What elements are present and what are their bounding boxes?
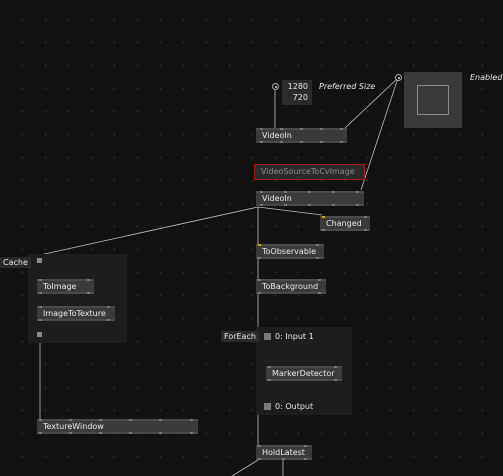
node-label: ImageToTexture [43,309,106,318]
preferred-size-width[interactable]: 1280 [287,82,308,91]
node-videoin-2[interactable]: VideoIn [256,191,364,206]
link-enabled-to-videoin [344,77,399,129]
node-label: Changed [326,219,362,228]
link-videoin-to-changed [257,206,323,216]
node-label: ToImage [43,282,77,291]
cache-output-pin[interactable] [37,332,42,337]
link-enabled-to-videoin-2 [360,77,399,191]
region-cache[interactable] [28,254,127,343]
node-label: HoldLatest [262,448,305,457]
node-holdlatest[interactable]: HoldLatest [256,445,312,460]
link-holdlatest-out [231,459,259,476]
preferred-size-label: Preferred Size [319,82,376,91]
input-square-icon [264,333,271,340]
enabled-checkbox-icon [417,85,449,115]
region-foreach-label: ForEach [221,331,259,342]
node-toimage[interactable]: ToImage [37,279,94,294]
enabled-port[interactable] [395,74,402,81]
node-imagetotexture[interactable]: ImageToTexture [37,306,115,321]
enabled-toggle[interactable] [404,72,462,128]
preferred-size-port[interactable] [272,83,279,90]
node-markerdetector[interactable]: MarkerDetector [266,366,342,381]
node-tobackground[interactable]: ToBackground [256,279,326,294]
node-toobservable[interactable]: ToObservable [256,244,324,259]
node-label: VideoIn [262,131,292,140]
node-label: VideoSourceToCvImage [261,167,355,176]
output-square-icon [264,403,271,410]
node-videosource-error[interactable]: VideoSourceToCvImage [254,164,365,180]
foreach-input[interactable]: 0: Input 1 [264,332,314,342]
node-label: MarkerDetector [272,369,335,378]
node-label: TextureWindow [43,422,104,431]
preferred-size-height[interactable]: 720 [292,93,308,102]
node-texturewindow[interactable]: TextureWindow [37,419,198,434]
enabled-label: Enabled [470,73,503,82]
region-cache-label: Cache [0,257,31,268]
foreach-output[interactable]: 0: Output [264,402,313,412]
node-videoin-1[interactable]: VideoIn [256,128,347,143]
foreach-output-label: 0: Output [275,402,314,411]
node-label: ToBackground [262,282,319,291]
preferred-size-box[interactable]: 1280 720 [282,80,312,105]
node-label: VideoIn [262,194,292,203]
node-changed[interactable]: Changed [320,216,370,231]
cache-input-pin[interactable] [37,258,42,263]
foreach-input-label: 0: Input 1 [275,332,314,341]
node-label: ToObservable [262,247,317,256]
link-videoin-to-cache [39,206,259,256]
